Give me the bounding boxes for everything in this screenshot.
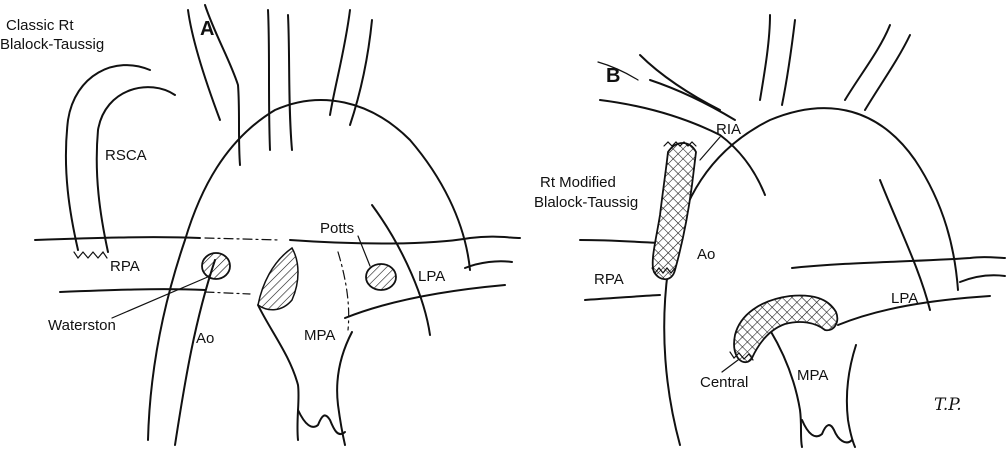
panel-b-innominate-top [650, 80, 735, 120]
panel-a-mpa-left [258, 305, 299, 440]
panel-a-left-subclavian-right [350, 20, 372, 125]
panel-b-left-subclavian [845, 25, 890, 100]
panel-a-waterston-leader [112, 276, 210, 318]
panel-b: B RIA Rt Modified Blalock-Taussig Ao RPA… [534, 15, 1005, 447]
panel-b-label-ao: Ao [697, 246, 715, 263]
panel-a-rpa-bottom [60, 289, 205, 292]
panel-b-lpa-top [792, 257, 1005, 268]
panel-a-label-potts: Potts [320, 220, 354, 237]
panel-b-carotid-right [782, 20, 795, 105]
panel-a-rsca-suture [74, 252, 107, 258]
panel-a-label-lpa: LPA [418, 268, 445, 285]
panel-a-letter: A [200, 18, 214, 40]
panel-b-label-ria: RIA [716, 121, 741, 138]
panel-b-pulmonary-valve [802, 420, 852, 442]
panel-a-rpa-top [35, 237, 200, 240]
panel-a-label-mpa: MPA [304, 327, 335, 344]
panel-a-pa-dashed-bottom [205, 292, 250, 294]
panel-b-left-subclavian-right [865, 35, 910, 110]
panel-a-rsca-inner [97, 87, 175, 252]
panel-b-label-lpa: LPA [891, 290, 918, 307]
panel-a-title-line2: Blalock-Taussig [0, 36, 104, 53]
panel-a-potts-leader [358, 236, 370, 266]
panel-b-ria-leader [700, 137, 720, 160]
panel-a: A Classic Rt Blalock-Taussig RSCA RPA Wa… [0, 5, 520, 445]
panel-b-mpa-left [770, 330, 802, 447]
panel-b-label-modified-line1: Rt Modified [540, 174, 616, 191]
panel-a-potts-shunt [366, 264, 396, 290]
panel-a-carotid-right [288, 15, 292, 150]
panel-a-label-rpa: RPA [110, 258, 140, 275]
panel-b-central-shunt [734, 296, 837, 363]
panel-a-title-line1: Classic Rt [6, 17, 74, 34]
panel-b-letter: B [606, 65, 620, 87]
panel-a-pa-dashed-top [205, 238, 280, 240]
panel-a-lpa-branch [465, 261, 512, 268]
panel-b-rpa-top [580, 240, 660, 243]
panel-b-label-mpa: MPA [797, 367, 828, 384]
panel-b-aorta-outline [664, 108, 958, 445]
panel-b-innominate-inner [640, 55, 720, 110]
panel-b-label-modified-line2: Blalock-Taussig [534, 194, 638, 211]
panel-a-waterston-shunt [202, 253, 230, 279]
panel-b-rpa-bottom [585, 295, 660, 300]
panel-a-mpa-hatched-area [258, 248, 298, 310]
panel-b-lpa-branch [960, 275, 1005, 282]
panel-a-pulmonary-valve [298, 410, 345, 434]
panel-a-mpa-right [337, 332, 352, 445]
panel-b-label-rpa: RPA [594, 271, 624, 288]
panel-b-label-central: Central [700, 374, 748, 391]
panel-b-artist-signature: T.P. [934, 395, 962, 415]
panel-a-left-subclavian [330, 10, 350, 115]
panel-a-label-ao: Ao [196, 330, 214, 347]
panel-a-lpa-top [290, 237, 520, 244]
panel-b-mpa-right [847, 345, 856, 447]
panel-a-label-rsca: RSCA [105, 147, 147, 164]
panel-b-modified-bt-graft [653, 143, 696, 279]
panel-b-central-leader [722, 360, 738, 372]
panel-a-ascending-aorta-left [175, 260, 215, 445]
panel-b-carotid [760, 15, 770, 100]
panel-a-label-waterston: Waterston [48, 317, 116, 334]
panel-a-carotid [268, 10, 270, 150]
panel-a-pa-dashed-right [338, 252, 349, 330]
